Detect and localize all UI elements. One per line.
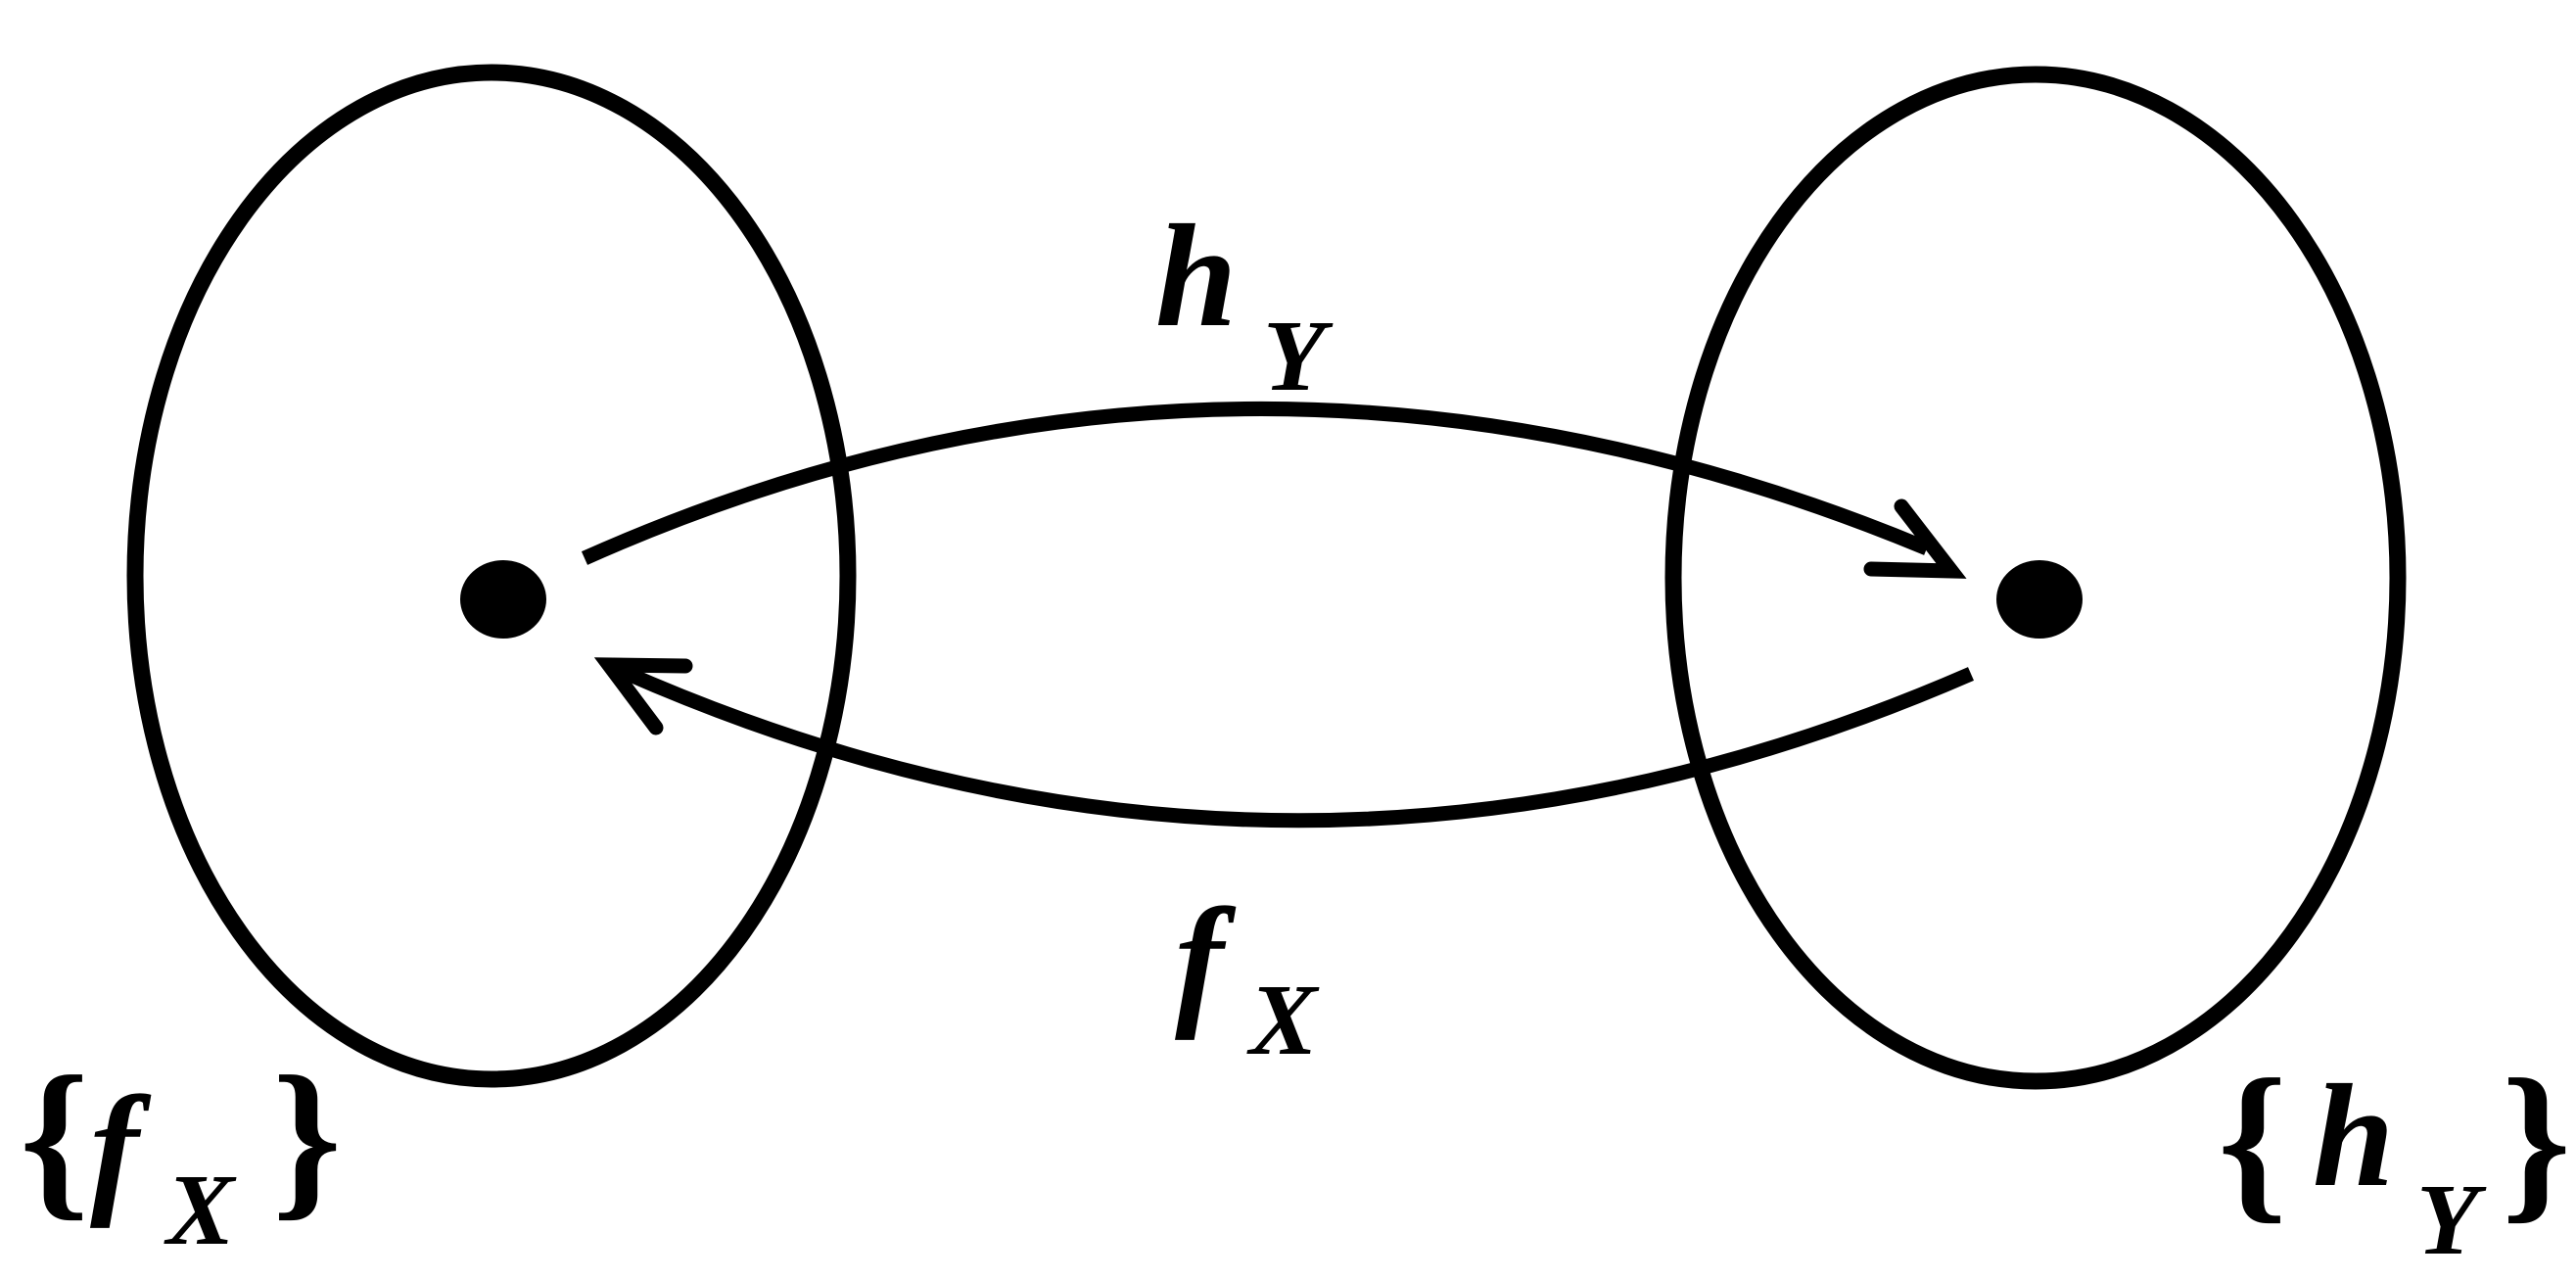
label-f-main: f (1175, 878, 1237, 1041)
left-set-open-brace: { (20, 1040, 89, 1235)
right-set-open-brace: { (2218, 1043, 2287, 1238)
arrow-h-y (581, 401, 1967, 579)
right-set-h: h (2313, 1055, 2394, 1217)
label-h-y: h Y (1155, 195, 1334, 412)
right-set-label: { h Y } (2218, 1043, 2571, 1276)
arrow-h-y-head (1863, 498, 1967, 579)
left-set-f: f (90, 1067, 152, 1229)
right-set-y-subscript: Y (2416, 1163, 2487, 1276)
right-set-close-brace: } (2502, 1043, 2571, 1238)
right-set-ellipse (1664, 66, 2407, 1090)
arrow-f-x-head (593, 657, 693, 735)
label-f-x: f X (1175, 878, 1320, 1076)
right-point (1996, 560, 2083, 639)
left-set-x-subscript: X (164, 1154, 237, 1266)
arrow-f-x (593, 657, 1974, 829)
left-set (126, 64, 857, 1088)
arrow-h-y-curve (581, 401, 1930, 565)
arrow-f-x-curve (613, 662, 1974, 829)
label-h-main: h (1155, 195, 1237, 357)
left-point (460, 560, 546, 639)
label-x-subscript: X (1246, 964, 1320, 1076)
left-set-close-brace: } (272, 1040, 342, 1235)
right-set (1664, 66, 2407, 1090)
left-set-ellipse (126, 64, 857, 1088)
label-y-subscript: Y (1263, 300, 1334, 412)
left-set-label: { f X } (20, 1040, 342, 1266)
